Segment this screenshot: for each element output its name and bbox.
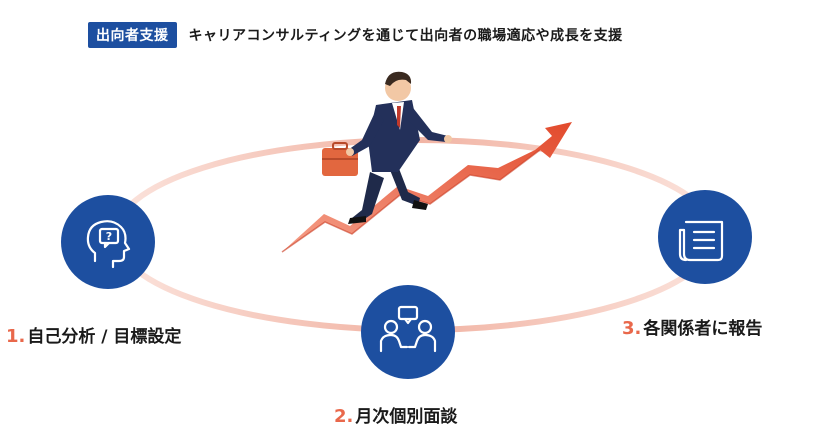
header-subtitle: キャリアコンサルティングを通じて出向者の職場適応や成長を支援 — [188, 28, 623, 44]
step-2-number: 2. — [334, 406, 354, 427]
head-question-icon: ? — [86, 220, 131, 269]
header-badge: 出向者支援 — [88, 22, 177, 48]
step-1-number: 1. — [6, 326, 26, 347]
businessman-figure — [322, 71, 452, 224]
report-document-icon — [678, 220, 724, 262]
step-2-circle — [361, 285, 455, 379]
step-3-label: 3. 各関係者に報告 — [622, 314, 762, 339]
header: 出向者支援 キャリアコンサルティングを通じて出向者の職場適応や成長を支援 — [88, 22, 623, 48]
step-3-number: 3. — [622, 318, 642, 339]
svg-text:?: ? — [106, 230, 112, 243]
two-people-talk-icon — [379, 305, 437, 353]
step-3-circle — [658, 190, 752, 284]
step-1-label: 1. 自己分析 / 目標設定 — [6, 322, 181, 347]
step-2-text: 月次個別面談 — [355, 407, 458, 427]
step-3-text: 各関係者に報告 — [643, 319, 763, 339]
step-1-circle: ? — [61, 195, 155, 289]
step-1-text: 自己分析 / 目標設定 — [27, 327, 182, 347]
step-2-label: 2. 月次個別面談 — [334, 402, 457, 427]
